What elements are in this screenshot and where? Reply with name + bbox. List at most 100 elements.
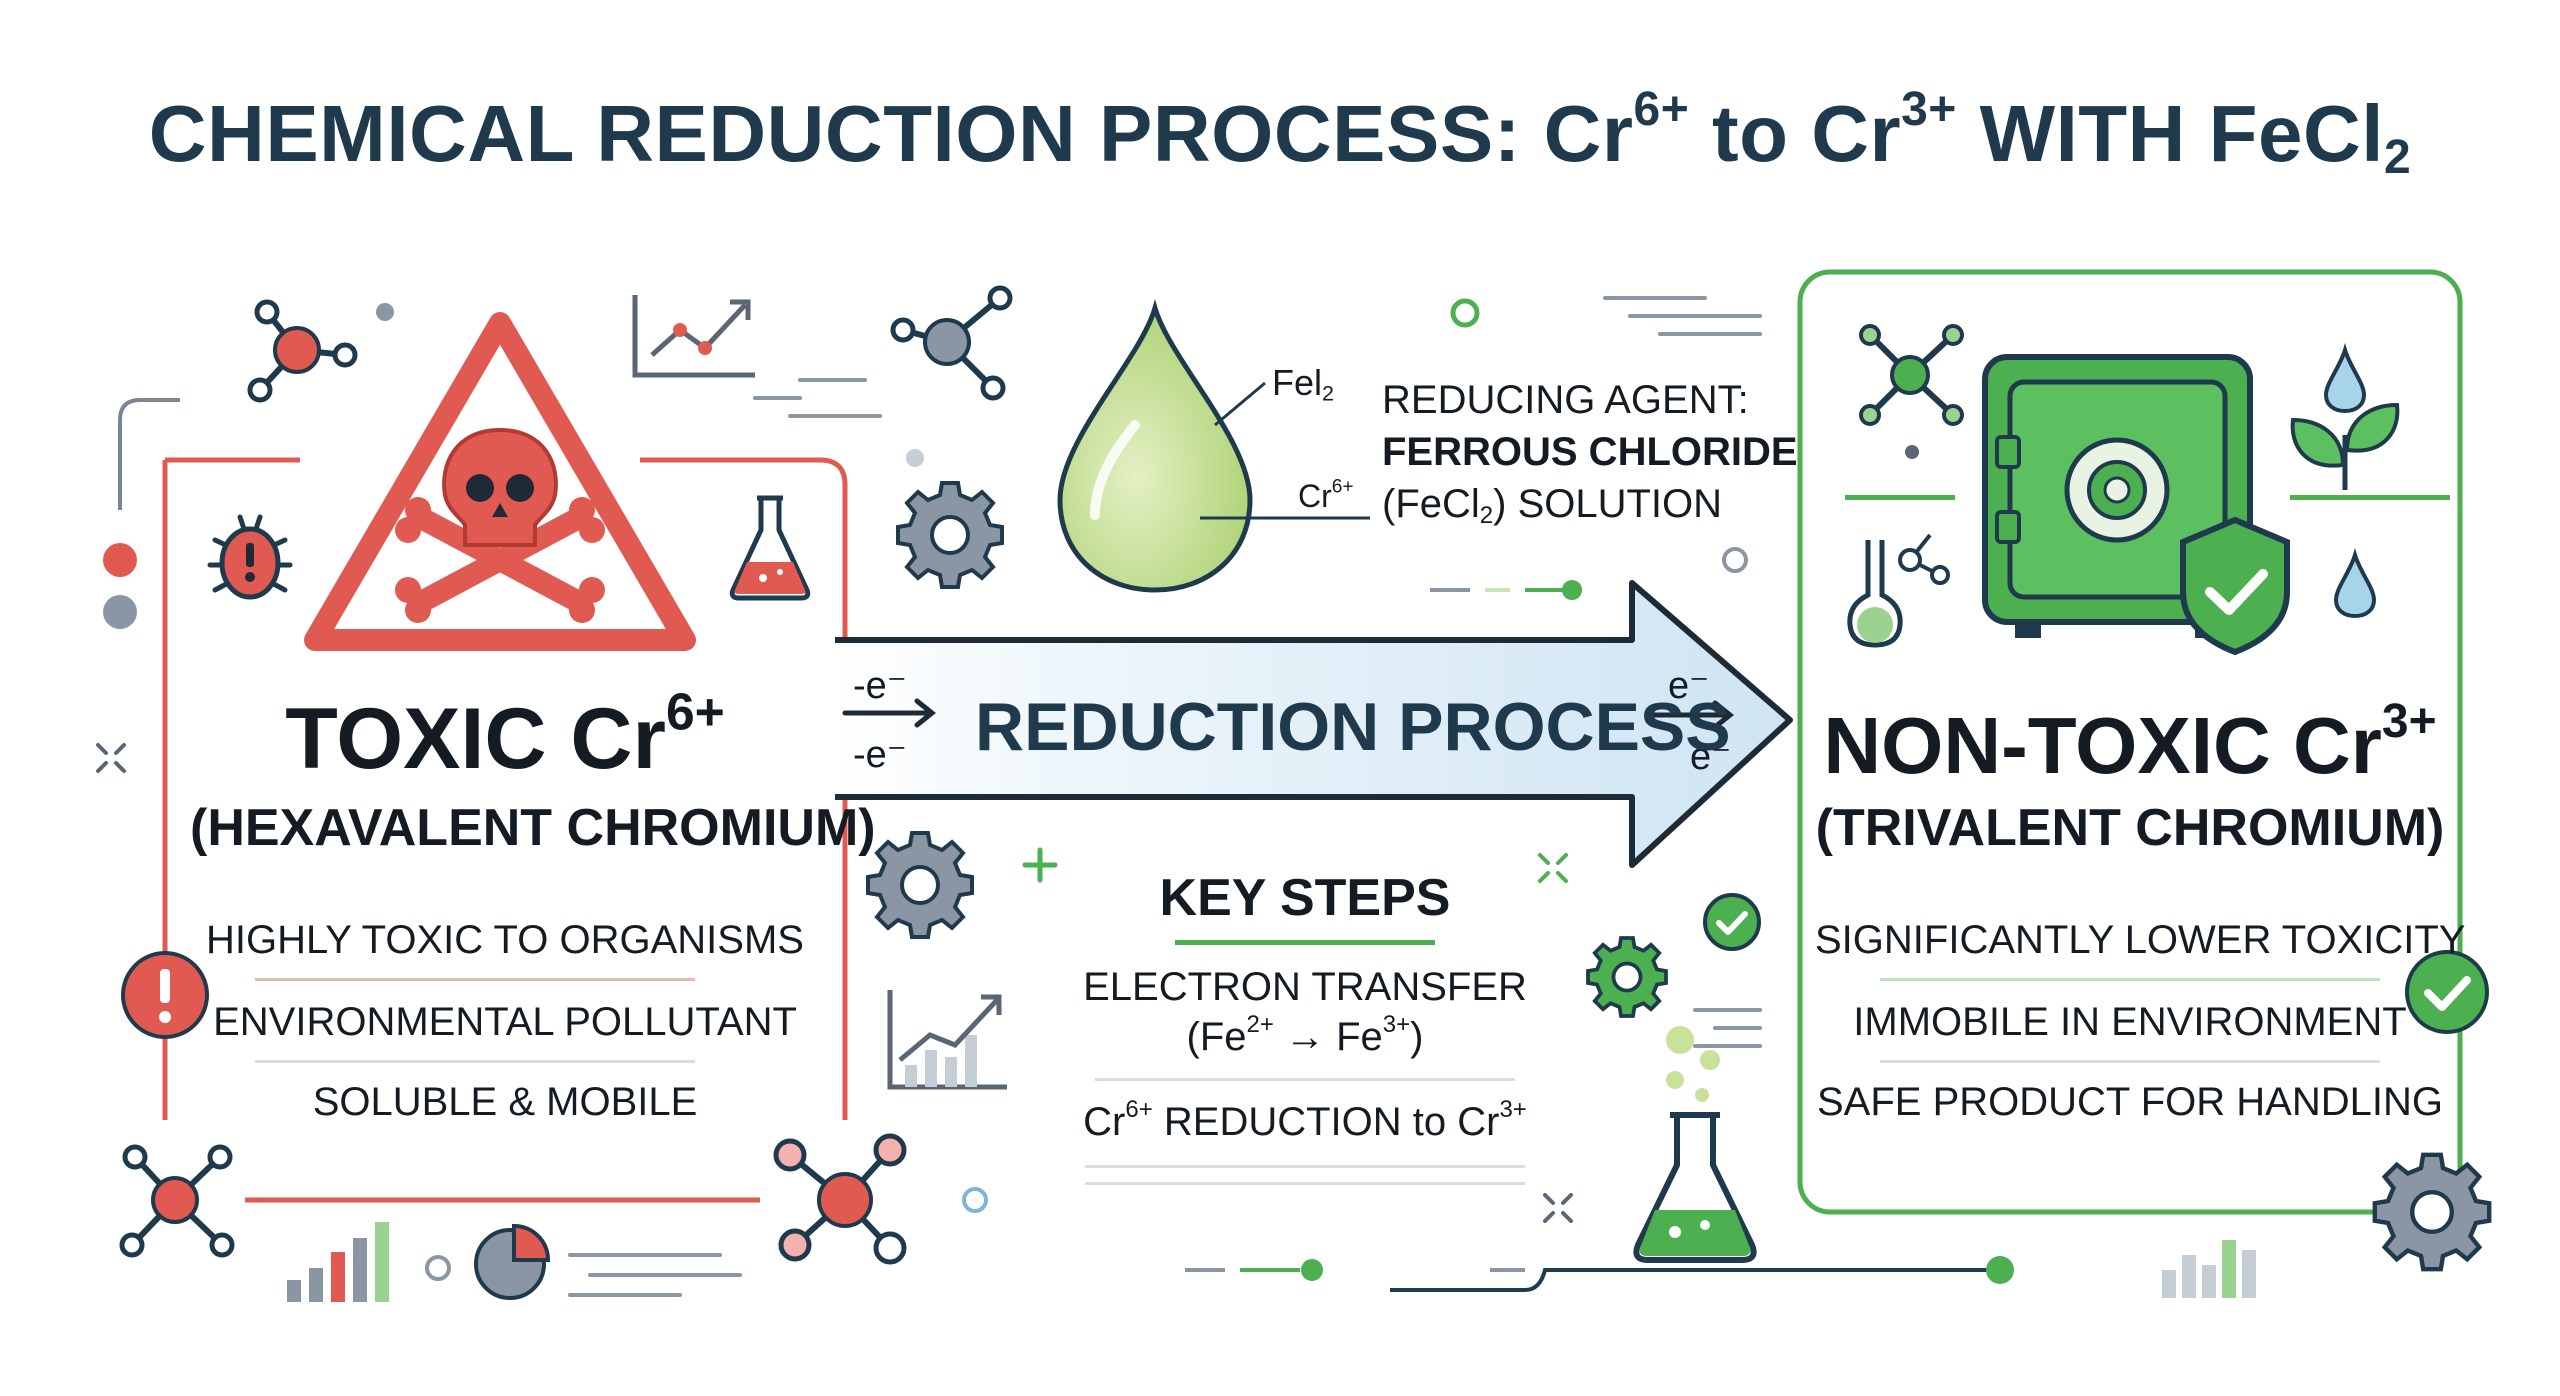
title-sup-1: 6+: [1633, 83, 1690, 136]
nontoxic-item-divider: [1880, 1060, 2380, 1063]
nontoxic-item-divider: [1880, 978, 2380, 981]
alert-icon: [121, 951, 209, 1039]
molecule-icon: [119, 1144, 235, 1258]
decor-dot-green: [1301, 1259, 1323, 1281]
toxic-item-divider: [255, 978, 695, 981]
nontoxic-title-sup: 3+: [2381, 695, 2437, 748]
electron-right-2: e⁻: [1690, 736, 1732, 778]
decor-dot: [1905, 445, 1919, 459]
key-step-1-a: (Fe: [1186, 1015, 1247, 1059]
key-step-2-a: Cr: [1083, 1100, 1126, 1144]
key-step-2-sup2: 3+: [1499, 1096, 1527, 1123]
key-step-2-sup1: 6+: [1125, 1096, 1153, 1123]
growth-chart-icon: [887, 990, 1007, 1090]
decor-dot-green: [1562, 580, 1582, 600]
nontoxic-item-1: SIGNIFICANTLY LOWER TOXICITY: [1815, 918, 2466, 962]
droplet-label-fe-text: Fel: [1272, 362, 1323, 403]
decor-line: [2290, 495, 2450, 500]
toxic-item-1: HIGHLY TOXIC TO ORGANISMS: [206, 918, 804, 962]
toxic-panel-border-right: [640, 457, 848, 1120]
green-flask-molecule-icon: [1847, 533, 1950, 648]
molecule-icon: [1859, 324, 1964, 426]
green-flask-icon: [1633, 1026, 1757, 1263]
key-step-1-b: → Fe: [1273, 1015, 1383, 1059]
nontoxic-item-3: SAFE PRODUCT FOR HANDLING: [1817, 1080, 2443, 1124]
reducing-agent-line1: REDUCING AGENT:: [1382, 378, 1749, 422]
decor-line: [1845, 495, 1955, 500]
sparkle-icon: [96, 743, 126, 773]
key-step-1-line2: (Fe2+ → Fe3+): [1055, 1013, 1555, 1060]
pie-chart-icon: [474, 1223, 551, 1300]
title-prefix: CHEMICAL REDUCTION PROCESS: Cr: [148, 89, 1634, 178]
reducing-agent-line3-post: ) SOLUTION: [1493, 482, 1723, 526]
gear-icon: [1586, 936, 1668, 1018]
key-step-2: Cr6+ REDUCTION to Cr3+: [1055, 1098, 1555, 1145]
nontoxic-title-text: NON-TOXIC Cr: [1823, 701, 2382, 790]
reducing-agent-line3-pre: (FeCl: [1382, 482, 1480, 526]
nontoxic-panel-border: [1797, 269, 2463, 1215]
line-chart-icon: [632, 295, 755, 378]
water-drop-icon: [2333, 547, 2377, 619]
decor-dot: [376, 303, 394, 321]
decor-curve-left: [118, 398, 180, 510]
decor-connector: [1390, 1268, 1990, 1292]
title-mid: to Cr: [1689, 89, 1902, 178]
decor-dot: [906, 449, 924, 467]
page-title: CHEMICAL REDUCTION PROCESS: Cr6+ to Cr3+…: [0, 86, 2560, 182]
safe-with-shield-check-icon: [1982, 354, 2290, 656]
bug-warning-icon: [207, 514, 293, 600]
gear-icon: [2372, 1152, 2492, 1272]
toxic-title-text: TOXIC Cr: [285, 691, 666, 787]
decor-ring-green: [1450, 298, 1480, 328]
check-icon: [2405, 950, 2489, 1034]
toxic-title-sup: 6+: [665, 682, 725, 741]
sparkle-icon: [1538, 853, 1568, 883]
toxic-panel-title: TOXIC Cr6+: [190, 686, 820, 789]
reduction-arrow: [835, 580, 1793, 868]
water-drop-icon: [2323, 342, 2367, 414]
key-step-1-sup1: 2+: [1246, 1011, 1274, 1038]
decor-ring: [425, 1255, 451, 1281]
sparkle-icon: [1543, 1193, 1573, 1223]
plus-icon: [1022, 847, 1058, 883]
electron-right-1: e⁻: [1668, 665, 1710, 707]
decor-ring: [1722, 547, 1748, 573]
flask-icon: [729, 495, 811, 601]
key-step-1-sup2: 3+: [1382, 1011, 1411, 1038]
reducing-agent-line2: FERROUS CHLORIDE: [1382, 430, 1798, 474]
droplet-label-cr: Cr6+: [1298, 478, 1354, 515]
key-step-1-c: ): [1410, 1015, 1424, 1059]
bar-chart-icon: [287, 1222, 389, 1302]
decor-dot-red: [103, 543, 137, 577]
molecule-icon: [247, 299, 358, 403]
nontoxic-panel-title: NON-TOXIC Cr3+: [1815, 698, 2445, 792]
decor-lines: [568, 1008, 1762, 1297]
leaf-sprout-icon: [2290, 402, 2400, 490]
key-steps-bottom-rule: [1085, 1165, 1525, 1168]
toxic-item-divider: [255, 1060, 695, 1063]
decor-lines: [753, 296, 1762, 418]
toxic-item-2: ENVIRONMENTAL POLLUTANT: [213, 1000, 797, 1044]
droplet-label-fe-sub: 2: [1322, 380, 1335, 406]
hazard-warning-icon: [304, 312, 696, 651]
electron-left-2: -e⁻: [853, 734, 907, 776]
key-steps-bottom-rule: [1085, 1182, 1525, 1185]
solution-droplet-icon: [1057, 299, 1370, 593]
key-steps-underline: [1175, 940, 1435, 945]
title-sub: 2: [2384, 131, 2412, 184]
gear-icon: [896, 481, 1004, 589]
decor-dot-grey: [103, 595, 137, 629]
title-after: WITH FeCl: [1956, 89, 2385, 178]
reducing-agent-line3-sub: 2: [1479, 502, 1494, 529]
toxic-panel-subtitle: (HEXAVALENT CHROMIUM): [190, 799, 876, 857]
key-steps-heading: KEY STEPS: [1159, 869, 1451, 927]
toxic-item-3: SOLUBLE & MOBILE: [312, 1080, 698, 1124]
reducing-agent-line3: (FeCl2) SOLUTION: [1382, 482, 1723, 529]
title-sup-2: 3+: [1901, 83, 1957, 136]
decor-dot-green: [1986, 1256, 2014, 1284]
check-icon: [1703, 893, 1761, 951]
reduction-process-label: REDUCTION PROCESS: [975, 689, 1731, 765]
molecule-icon: [773, 1133, 907, 1265]
electron-left-1: -e⁻: [853, 665, 907, 707]
